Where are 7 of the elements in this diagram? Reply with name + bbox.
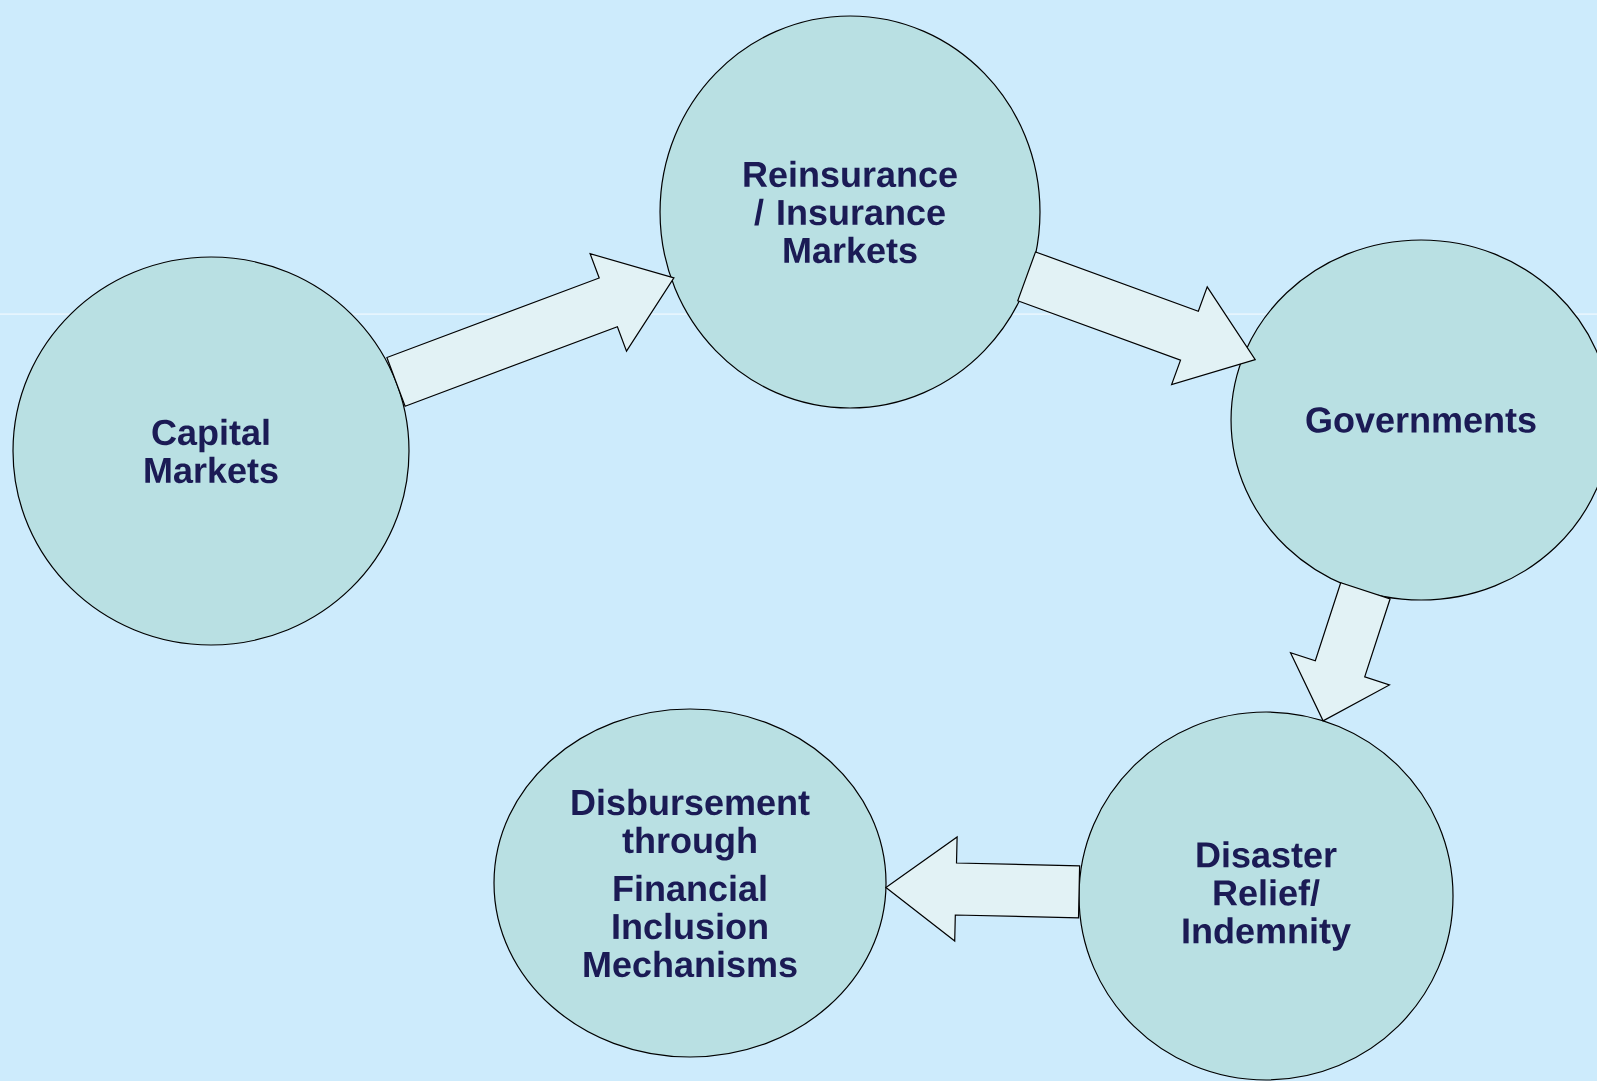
circle-node: Capital Markets: [12, 256, 410, 646]
block-arrow: [386, 252, 675, 407]
circle-node: Disaster Relief/ Indemnity: [1078, 711, 1454, 1081]
circle-node: Reinsurance / Insurance Markets: [659, 15, 1041, 409]
block-arrow: [884, 835, 1081, 943]
circle-node: Disbursement through Financial Inclusion Mechanisms: [493, 708, 887, 1058]
circle-node: Governments: [1230, 239, 1597, 601]
